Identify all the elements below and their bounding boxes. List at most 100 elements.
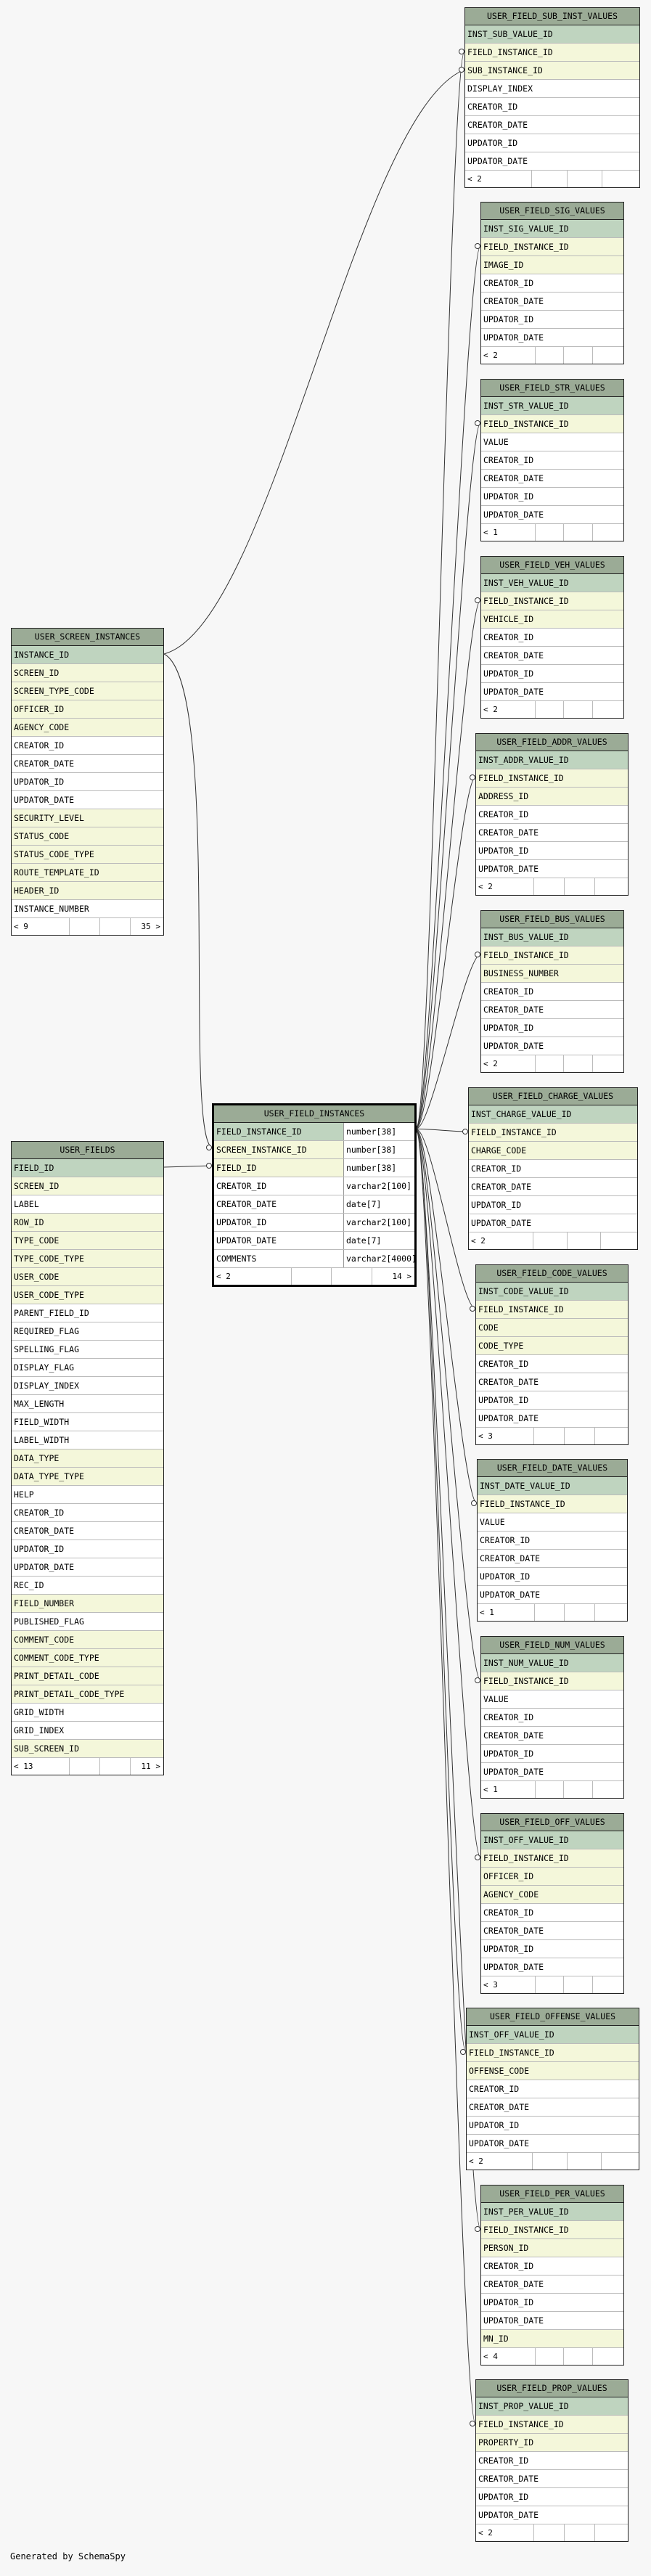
column-row[interactable]: INST_VEH_VALUE_ID — [481, 574, 623, 592]
column-row[interactable]: DISPLAY_INDEX — [465, 80, 639, 98]
column-row[interactable]: DATA_TYPE_TYPE — [12, 1468, 163, 1486]
column-row[interactable]: CREATOR_ID — [476, 2452, 628, 2470]
column-row[interactable]: OFFICER_ID — [12, 700, 163, 719]
column-row[interactable]: INST_OFF_VALUE_ID — [481, 1831, 623, 1849]
column-row[interactable]: CREATOR_ID — [467, 2080, 639, 2098]
column-row[interactable]: SUB_SCREEN_ID — [12, 1740, 163, 1758]
column-row[interactable]: ROUTE_TEMPLATE_ID — [12, 864, 163, 882]
column-row[interactable]: PRINT_DETAIL_CODE — [12, 1667, 163, 1685]
column-row[interactable]: GRID_WIDTH — [12, 1704, 163, 1722]
column-row[interactable]: FIELD_INSTANCE_ID — [481, 2221, 623, 2239]
column-row[interactable]: COMMENT_CODE_TYPE — [12, 1649, 163, 1667]
column-row[interactable]: FIELD_INSTANCE_ID — [467, 2044, 639, 2062]
column-row[interactable]: CREATOR_ID — [476, 806, 628, 824]
column-row[interactable]: CREATOR_DATE — [481, 470, 623, 488]
column-row[interactable]: UPDATOR_DATE — [12, 791, 163, 809]
column-row[interactable]: DISPLAY_INDEX — [12, 1377, 163, 1395]
column-row[interactable]: UPDATOR_ID — [476, 842, 628, 860]
column-row[interactable]: CREATOR_ID — [12, 1504, 163, 1522]
column-row[interactable]: CREATOR_ID — [481, 274, 623, 293]
column-row[interactable]: UPDATOR_ID — [12, 773, 163, 791]
column-row[interactable]: STATUS_CODE — [12, 827, 163, 846]
column-row[interactable]: CREATOR_DATE — [12, 755, 163, 773]
column-row[interactable]: SCREEN_ID — [12, 1177, 163, 1195]
column-row[interactable]: TYPE_CODE — [12, 1232, 163, 1250]
table-name[interactable]: USER_FIELD_CHARGE_VALUES — [469, 1088, 637, 1105]
column-row[interactable]: INST_BUS_VALUE_ID — [481, 928, 623, 946]
column-row[interactable]: INSTANCE_ID — [12, 646, 163, 664]
column-row[interactable]: CREATOR_DATE — [476, 824, 628, 842]
column-row[interactable]: UPDATOR_DATE — [476, 1410, 628, 1428]
column-row[interactable]: SCREEN_ID — [12, 664, 163, 682]
column-row[interactable]: CREATOR_ID — [481, 451, 623, 470]
column-row[interactable]: USER_CODE — [12, 1268, 163, 1286]
column-row[interactable]: SCREEN_TYPE_CODE — [12, 682, 163, 700]
column-row[interactable]: FIELD_INSTANCE_ID — [481, 415, 623, 433]
column-row[interactable]: VEHICLE_ID — [481, 610, 623, 629]
table-name[interactable]: USER_FIELD_NUM_VALUES — [481, 1637, 623, 1654]
column-row[interactable]: UPDATOR_ID — [12, 1540, 163, 1558]
table-name[interactable]: USER_FIELD_VEH_VALUES — [481, 557, 623, 574]
column-row[interactable]: AGENCY_CODE — [12, 719, 163, 737]
column-row[interactable]: FIELD_INSTANCE_ID — [476, 1301, 628, 1319]
column-row[interactable]: STATUS_CODE_TYPE — [12, 846, 163, 864]
column-row[interactable]: UPDATOR_DATE — [12, 1558, 163, 1577]
column-row[interactable]: FIELD_INSTANCE_ID — [476, 769, 628, 788]
table-name[interactable]: USER_FIELD_SIG_VALUES — [481, 203, 623, 220]
column-row[interactable]: INST_CHARGE_VALUE_ID — [469, 1105, 637, 1124]
column-row[interactable]: CREATOR_DATE — [478, 1550, 627, 1568]
column-row[interactable]: FIELD_NUMBER — [12, 1595, 163, 1613]
column-row[interactable]: UPDATOR_DATE — [465, 152, 639, 171]
column-row[interactable]: GRID_INDEX — [12, 1722, 163, 1740]
column-row[interactable]: FIELD_INSTANCE_ID — [469, 1124, 637, 1142]
column-row[interactable]: UPDATOR_ID — [481, 1745, 623, 1763]
column-row[interactable]: CREATOR_ID — [465, 98, 639, 116]
column-row[interactable]: CREATOR_DATE — [481, 1922, 623, 1940]
column-row[interactable]: UPDATOR_ID — [478, 1568, 627, 1586]
column-row[interactable]: UPDATOR_ID — [481, 488, 623, 506]
column-row[interactable]: PARENT_FIELD_ID — [12, 1304, 163, 1322]
column-row[interactable]: CREATOR_DATE — [476, 1373, 628, 1391]
column-row[interactable]: INSTANCE_NUMBER — [12, 900, 163, 918]
table-name[interactable]: USER_FIELD_DATE_VALUES — [478, 1460, 627, 1477]
column-row[interactable]: SECURITY_LEVEL — [12, 809, 163, 827]
column-row[interactable]: UPDATOR_ID — [481, 311, 623, 329]
column-row[interactable]: IMAGE_ID — [481, 256, 623, 274]
column-row[interactable]: DATA_TYPE — [12, 1449, 163, 1468]
column-row[interactable]: UPDATOR_DATE — [476, 2506, 628, 2524]
column-row[interactable]: AGENCY_CODE — [481, 1886, 623, 1904]
column-row[interactable]: UPDATOR_DATE — [478, 1586, 627, 1604]
column-row[interactable]: CREATOR_ID — [481, 983, 623, 1001]
column-row[interactable]: FIELD_ID — [12, 1159, 163, 1177]
column-row[interactable]: CREATOR_DATE — [465, 116, 639, 134]
column-row[interactable]: OFFICER_ID — [481, 1868, 623, 1886]
column-row[interactable]: UPDATOR_ID — [481, 1019, 623, 1037]
column-row[interactable]: UPDATOR_ID — [481, 1940, 623, 1958]
column-row[interactable]: SPELLING_FLAG — [12, 1341, 163, 1359]
column-row[interactable]: FIELD_INSTANCE_ID — [481, 946, 623, 965]
table-name[interactable]: USER_FIELD_SUB_INST_VALUES — [465, 8, 639, 25]
column-row[interactable]: FIELD_INSTANCE_ID — [481, 592, 623, 610]
column-row[interactable]: OFFENSE_CODE — [467, 2062, 639, 2080]
table-name[interactable]: USER_FIELD_STR_VALUES — [481, 380, 623, 397]
column-row[interactable]: CREATOR_DATE — [481, 1001, 623, 1019]
column-row[interactable]: VALUE — [481, 1690, 623, 1709]
column-row[interactable]: CREATOR_ID — [481, 1904, 623, 1922]
column-row[interactable]: INST_DATE_VALUE_ID — [478, 1477, 627, 1495]
table-name[interactable]: USER_FIELD_CODE_VALUES — [476, 1265, 628, 1283]
column-row[interactable]: UPDATOR_ID — [481, 2294, 623, 2312]
column-row[interactable]: FIELD_INSTANCE_ID — [465, 44, 639, 62]
table-name[interactable]: USER_FIELD_PER_VALUES — [481, 2185, 623, 2203]
column-row[interactable]: CREATOR_DATE — [12, 1522, 163, 1540]
column-row[interactable]: PUBLISHED_FLAG — [12, 1613, 163, 1631]
